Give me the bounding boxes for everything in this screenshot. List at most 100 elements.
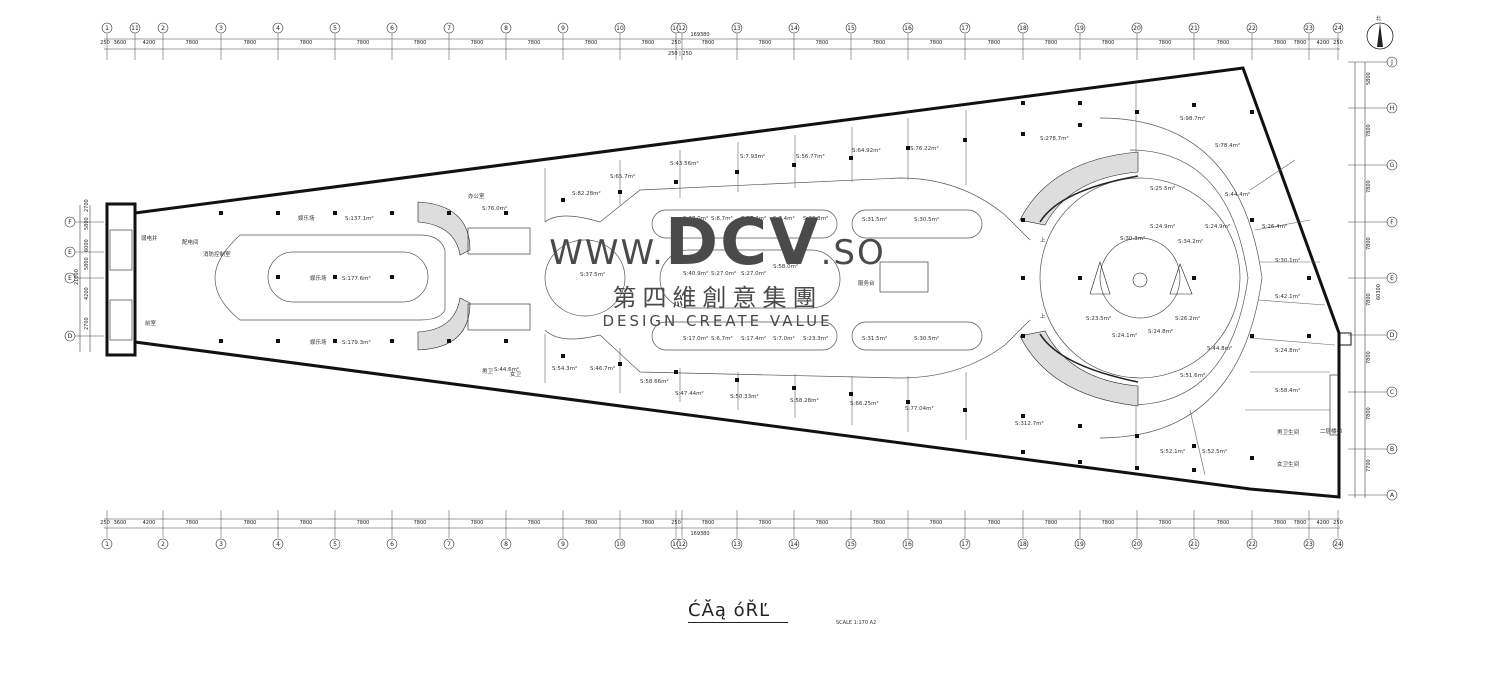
top-axis-bubble-1: 11 bbox=[129, 22, 141, 34]
top-axis-bubble-7-circle bbox=[443, 22, 455, 34]
bottom-axis-bubble-11-circle bbox=[676, 538, 688, 550]
top-axis-bubble-20-circle bbox=[1131, 22, 1143, 34]
top-dim-25: 4200 bbox=[1317, 40, 1330, 46]
top-axis-bubble-0-circle bbox=[101, 22, 113, 34]
left-axis-bubble-0-circle bbox=[64, 216, 76, 228]
top-axis-bubble-9: 9 bbox=[557, 22, 569, 34]
bottom-dim-24: 7800 bbox=[1294, 520, 1307, 526]
column-23 bbox=[792, 163, 796, 167]
bottom-axis-bubble-23: 24 bbox=[1332, 538, 1344, 550]
top-dim-26: 250 bbox=[1333, 40, 1343, 46]
right-axis-bubble-0-text: J bbox=[1390, 59, 1393, 66]
top-axis-bubble-10-circle bbox=[614, 22, 626, 34]
shop-area-51: S:24.8m² bbox=[1148, 328, 1173, 335]
bottom-dim-11: 7800 bbox=[642, 520, 655, 526]
top-axis-bubble-12-text: 12 bbox=[678, 25, 686, 32]
bottom-axis-bubble-16-text: 17 bbox=[961, 541, 969, 548]
bottom-dim-6: 7800 bbox=[357, 520, 370, 526]
column-24 bbox=[792, 386, 796, 390]
bottom-axis-bubble-19-circle bbox=[1131, 538, 1143, 550]
bottom-axis-bubble-11-text: 12 bbox=[678, 541, 686, 548]
column-33 bbox=[1078, 123, 1082, 127]
right-total-dim: 60300 bbox=[1376, 284, 1382, 300]
top-axis-bubble-21-text: 21 bbox=[1190, 25, 1198, 32]
shop-area-25: S:7.0m² bbox=[773, 335, 795, 342]
top-axis-bubble-19-circle bbox=[1074, 22, 1086, 34]
right-axis-bubble-8-circle bbox=[1386, 489, 1398, 501]
shop-area-35: S:66.25m² bbox=[850, 400, 879, 407]
bottom-dim-1: 3600 bbox=[114, 520, 127, 526]
bottom-axis-bubble-12-text: 13 bbox=[733, 541, 741, 548]
right-dim-7: 7700 bbox=[1366, 459, 1372, 472]
column-45 bbox=[1192, 276, 1196, 280]
column-6 bbox=[276, 339, 280, 343]
shop-area-37: S:312.7m² bbox=[1015, 420, 1044, 427]
shop-area-53: S:44.8m² bbox=[1207, 345, 1232, 352]
column-22 bbox=[735, 378, 739, 382]
top-dim-2: 4200 bbox=[143, 40, 156, 46]
top-axis-bubble-19-text: 19 bbox=[1076, 25, 1084, 32]
shop-area-4: S:56.77m² bbox=[796, 153, 825, 160]
mid-dim: 250 | 250 bbox=[668, 51, 692, 57]
right-axis-bubble-5-text: D bbox=[1390, 332, 1395, 339]
bottom-axis-bubble-19-text: 20 bbox=[1133, 541, 1141, 548]
shop-area-47: S:30.1m² bbox=[1275, 257, 1300, 264]
right-axis-bubble-2-text: G bbox=[1390, 162, 1395, 169]
bottom-axis-bubble-12-circle bbox=[731, 538, 743, 550]
top-dim-8: 7800 bbox=[471, 40, 484, 46]
top-axis-bubble-22-circle bbox=[1246, 22, 1258, 34]
top-dim-21: 7800 bbox=[1159, 40, 1172, 46]
wc-area: S:44.6m² bbox=[494, 366, 519, 373]
top-dim-19: 7800 bbox=[1045, 40, 1058, 46]
shop-area-20: S:58.0m² bbox=[773, 263, 798, 270]
top-axis-bubble-17-circle bbox=[959, 22, 971, 34]
top-axis-bubble-2: 2 bbox=[157, 22, 169, 34]
right-axis-bubble-2: G bbox=[1386, 159, 1398, 171]
column-43 bbox=[1021, 334, 1025, 338]
bottom-axis-bubble-13-text: 14 bbox=[790, 541, 798, 548]
bottom-axis-bubble-9-text: 10 bbox=[616, 541, 624, 548]
bottom-axis-bubble-14: 15 bbox=[845, 538, 857, 550]
right-axis-bubble-8-text: A bbox=[1390, 492, 1395, 499]
column-55 bbox=[1192, 468, 1196, 472]
top-axis-bubble-20-text: 20 bbox=[1133, 25, 1141, 32]
top-dim-24: 7800 bbox=[1294, 40, 1307, 46]
right-dim-2: 7800 bbox=[1366, 180, 1372, 193]
north-label: 北 bbox=[1376, 15, 1381, 22]
left-axis-bubble-3-circle bbox=[64, 330, 76, 342]
bottom-axis-bubble-3-circle bbox=[272, 538, 284, 550]
bottom-axis-bubble-9: 10 bbox=[614, 538, 626, 550]
exit-stair-label: 二层楼梯 bbox=[1320, 427, 1343, 435]
column-15 bbox=[561, 198, 565, 202]
bottom-axis-bubble-1: 2 bbox=[157, 538, 169, 550]
right-axis-bubble-7: B bbox=[1386, 443, 1398, 455]
top-axis-bubble-18-circle bbox=[1017, 22, 1029, 34]
shop-area-13: S:7.4m² bbox=[773, 215, 795, 222]
shop-area-5: S:64.92m² bbox=[852, 147, 881, 154]
bottom-axis-bubble-16: 17 bbox=[959, 538, 971, 550]
column-38 bbox=[1192, 444, 1196, 448]
right-axis-bubble-0-circle bbox=[1386, 56, 1398, 68]
top-axis-bubble-5: 5 bbox=[329, 22, 341, 34]
bottom-axis-bubble-0-circle bbox=[101, 538, 113, 550]
shop-area-36: S:77.04m² bbox=[905, 405, 934, 412]
column-44 bbox=[1078, 276, 1082, 280]
top-dim-10: 7800 bbox=[585, 40, 598, 46]
escalators bbox=[109, 151, 1341, 436]
bottom-axis-bubble-0: 1 bbox=[101, 538, 113, 550]
column-7 bbox=[333, 339, 337, 343]
column-46 bbox=[1250, 218, 1254, 222]
bottom-dim-12: 250 bbox=[671, 520, 681, 526]
bottom-dim-26: 250 bbox=[1333, 520, 1343, 526]
column-3 bbox=[276, 275, 280, 279]
top-axis-bubble-3: 3 bbox=[215, 22, 227, 34]
top-axis-bubble-22: 22 bbox=[1246, 22, 1258, 34]
bottom-axis-bubble-8: 9 bbox=[557, 538, 569, 550]
bottom-dim-2: 4200 bbox=[143, 520, 156, 526]
core-label-3: 消防控制室 bbox=[203, 250, 231, 258]
bottom-dim-16: 7800 bbox=[873, 520, 886, 526]
